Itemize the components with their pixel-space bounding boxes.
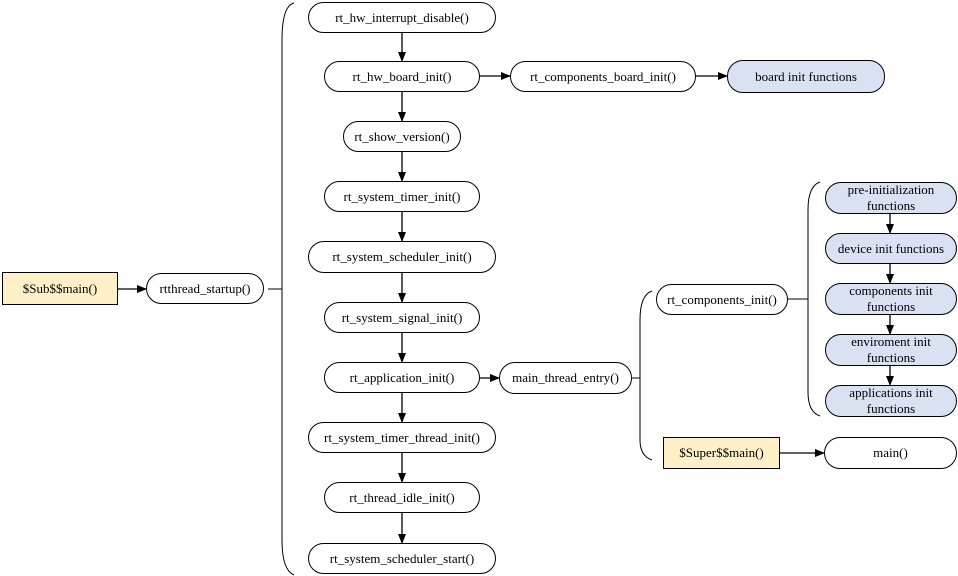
main-thread-entry-node: main_thread_entry(): [499, 362, 632, 394]
rt-show-version-node: rt_show_version(): [343, 121, 461, 152]
rt-components-board-init-node: rt_components_board_init(): [510, 61, 696, 92]
main-node: main(): [824, 437, 957, 469]
rt-system-signal-init-node: rt_system_signal_init(): [324, 302, 480, 333]
components-bracket: [807, 181, 821, 417]
rt-hw-interrupt-disable-node: rt_hw_interrupt_disable(): [308, 2, 496, 33]
device-init-functions-node: device init functions: [825, 233, 957, 264]
sub-main-node: $Sub$$main(): [2, 272, 118, 305]
rt-system-timer-init-node: rt_system_timer_init(): [324, 181, 480, 212]
rt-hw-board-init-node: rt_hw_board_init(): [324, 61, 480, 92]
rt-system-scheduler-init-node: rt_system_scheduler_init(): [308, 241, 496, 273]
rtthread-startup-node: rtthread_startup(): [146, 273, 264, 304]
rt-system-scheduler-start-node: rt_system_scheduler_start(): [308, 543, 496, 574]
pre-initialization-functions-node: pre-initialization functions: [825, 182, 957, 214]
rt-thread-idle-init-node: rt_thread_idle_init(): [324, 482, 480, 513]
enviroment-init-functions-node: enviroment init functions: [825, 334, 957, 366]
board-init-functions-node: board init functions: [727, 60, 885, 93]
rt-application-init-node: rt_application_init(): [324, 362, 480, 393]
applications-init-functions-node: applications init functions: [825, 385, 957, 417]
components-init-functions-node: components init functions: [825, 283, 957, 315]
thread-entry-bracket: [639, 290, 653, 461]
rt-system-timer-thread-init-node: rt_system_timer_thread_init(): [308, 422, 496, 453]
rt-components-init-node: rt_components_init(): [656, 284, 788, 315]
startup-bracket: [281, 2, 295, 576]
super-main-node: $Super$$main(): [663, 437, 780, 469]
